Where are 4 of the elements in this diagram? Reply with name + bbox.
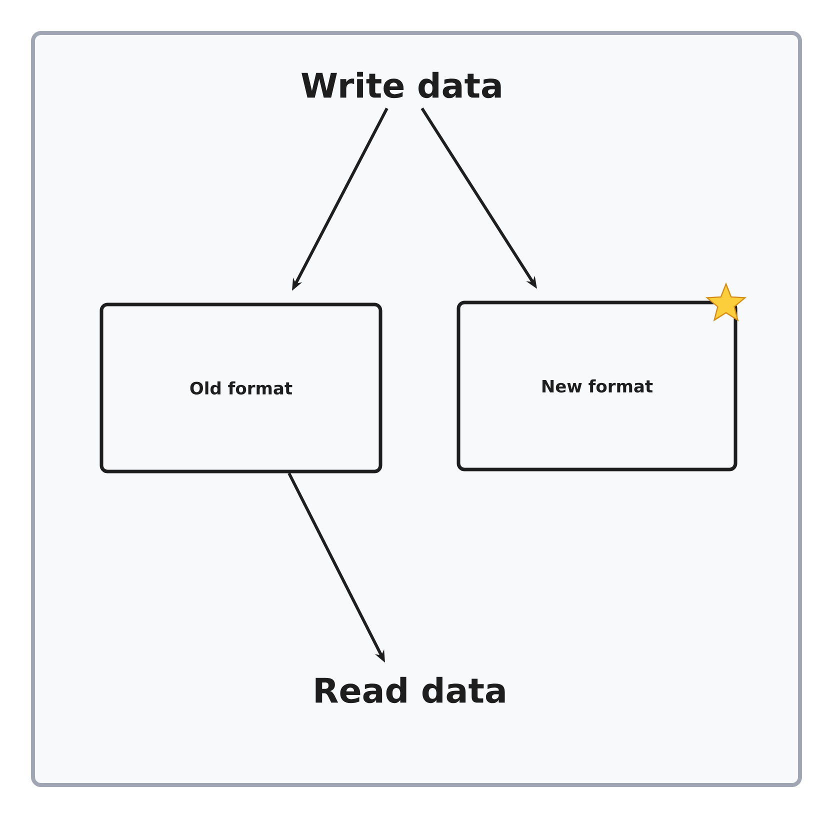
- heading-text: Read data: [316, 676, 505, 704]
- process-box: New format: [456, 300, 738, 472]
- heading-text: Write data: [302, 72, 501, 98]
- process-box: Old format: [100, 302, 382, 474]
